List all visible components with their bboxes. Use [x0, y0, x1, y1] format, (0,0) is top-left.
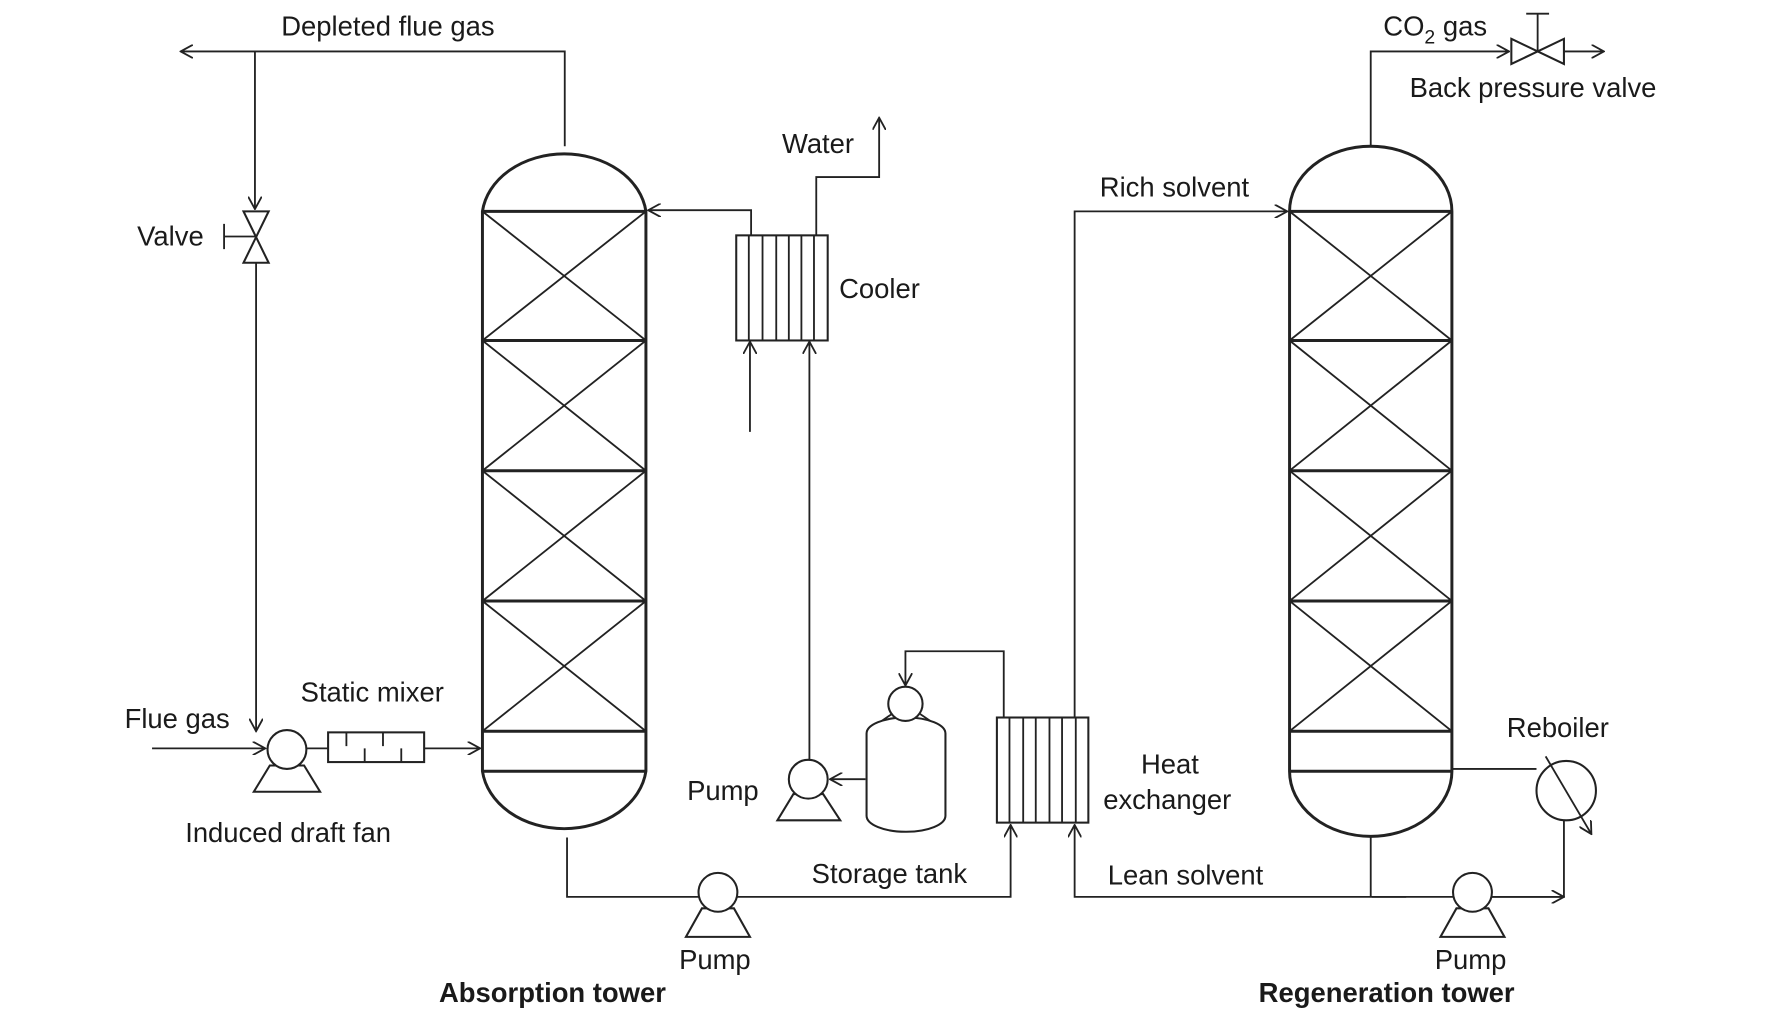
label-storage-tank: Storage tank	[812, 858, 968, 889]
reboiler-icon	[1535, 755, 1597, 834]
depleted-flue-gas-line	[181, 51, 566, 147]
co2-gas-line	[1369, 51, 1509, 147]
pump-bottom-right-icon	[1438, 871, 1507, 938]
static-mixer-icon	[306, 731, 480, 764]
label-lean-solvent: Lean solvent	[1108, 859, 1264, 890]
label-cooler: Cooler	[839, 273, 920, 304]
label-reboiler: Reboiler	[1507, 712, 1609, 743]
label-co2-gas: CO2 gas	[1383, 10, 1487, 48]
label-rich-solvent: Rich solvent	[1100, 172, 1250, 203]
pump-bottom-left-icon	[684, 871, 752, 938]
label-valve: Valve	[137, 221, 204, 252]
label-exchanger: exchanger	[1103, 784, 1231, 815]
label-depleted-flue-gas: Depleted flue gas	[281, 10, 494, 41]
label-back-pressure-valve: Back pressure valve	[1410, 72, 1657, 103]
label-pump-middle: Pump	[687, 775, 759, 806]
pump-middle-icon	[775, 758, 843, 822]
back-pressure-valve-icon	[1510, 12, 1565, 66]
label-absorption-tower: Absorption tower	[439, 977, 666, 1008]
label-heat: Heat	[1141, 749, 1199, 780]
lean-solvent-line	[1075, 825, 1407, 898]
rich-solvent-line	[1073, 211, 1288, 718]
label-induced-draft-fan: Induced draft fan	[185, 817, 391, 848]
label-pump-bottom-right: Pump	[1435, 944, 1507, 975]
label-flue-gas: Flue gas	[125, 703, 230, 734]
induced-draft-fan-icon	[251, 729, 322, 793]
absorption-tower	[480, 152, 648, 831]
regeneration-tower	[1288, 144, 1454, 838]
label-regeneration-tower: Regeneration tower	[1259, 977, 1515, 1008]
label-static-mixer: Static mixer	[301, 677, 444, 708]
heat-exchanger-icon	[995, 716, 1090, 824]
storage-tank-icon	[865, 685, 947, 833]
label-pump-bottom-left: Pump	[679, 944, 751, 975]
water-outlet	[815, 118, 879, 236]
cooler-icon	[735, 234, 829, 342]
valve-icon	[223, 210, 271, 264]
label-water: Water	[782, 128, 854, 159]
